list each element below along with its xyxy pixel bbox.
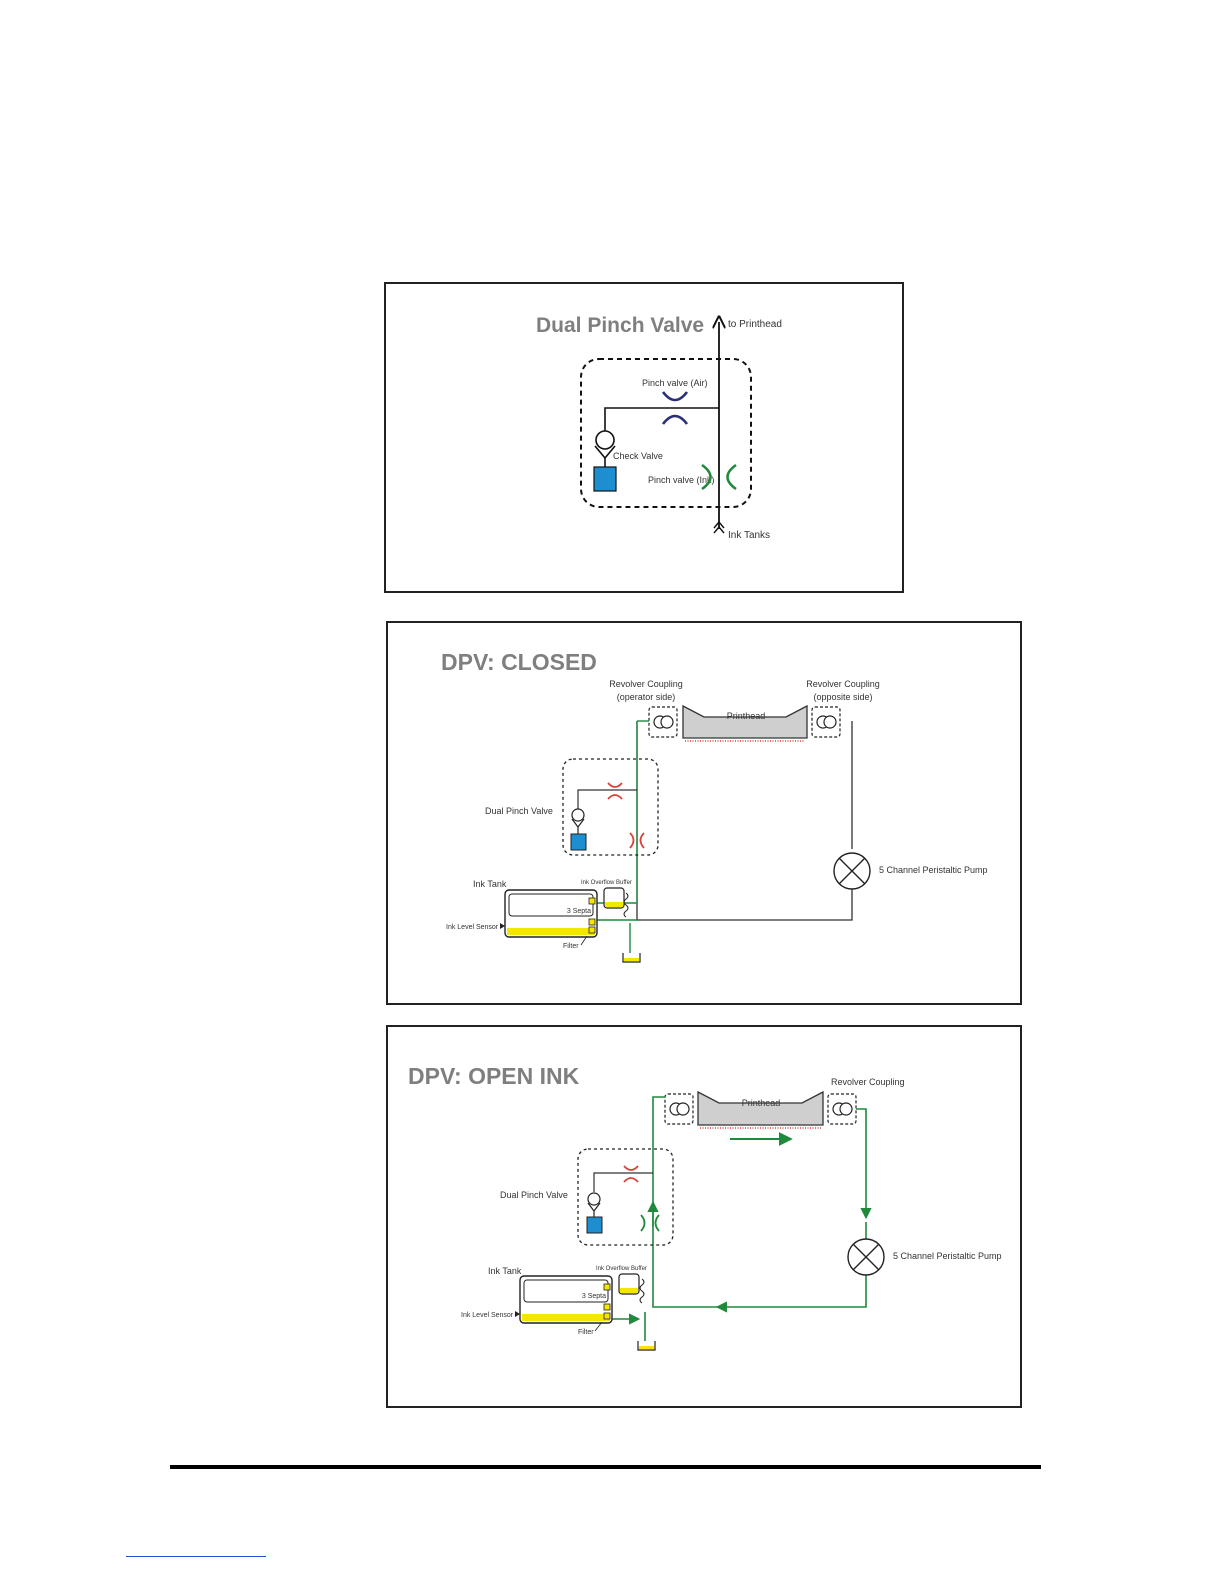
air-line <box>593 1172 653 1192</box>
ink-tanks-label: Ink Tanks <box>728 530 770 541</box>
dpv-label: Dual Pinch Valve <box>485 806 553 816</box>
check-valve-body-icon <box>586 1216 603 1234</box>
coupling-icon <box>676 1102 690 1116</box>
to-printhead-label: to Printhead <box>728 319 782 330</box>
level-sensor-arrow-icon <box>500 923 505 929</box>
check-valve-label: Check Valve <box>613 451 663 461</box>
check-valve-icon <box>571 808 585 822</box>
pump-label: 5 Channel Peristaltic Pump <box>879 865 988 875</box>
septa-label: 3 Septa <box>582 1293 606 1300</box>
printhead-body <box>697 1090 824 1126</box>
dpv-closed-diagram: DPV: CLOSED Revolver Coupling (operator … <box>441 649 988 963</box>
panel-dpv-open-ink: DPV: OPEN INK Revolver Coupling Printhea… <box>386 1025 1022 1408</box>
pinch-valve-ink-icon <box>726 463 737 491</box>
level-sensor-arrow-icon <box>515 1311 520 1317</box>
coupling-icon <box>660 715 674 729</box>
filter-label: Filter <box>563 943 579 950</box>
dpv-dashed-boundary <box>577 1148 674 1246</box>
printhead-body <box>682 704 808 739</box>
ink-tank-label: Ink Tank <box>473 879 507 889</box>
overflow-label: Ink Overflow Buffer <box>581 880 632 886</box>
ink-level-fill <box>522 1314 610 1321</box>
ink-line <box>715 1275 867 1313</box>
panel-dual-pinch-valve: Dual Pinch Valve to Printhead Ink Tanks … <box>384 282 904 593</box>
coupling-left-sublabel: (operator side) <box>617 692 676 702</box>
check-valve-icon <box>595 430 615 450</box>
pinch-valve-ink-icon <box>701 463 712 491</box>
ink-tanks-arrow-icon <box>713 520 725 534</box>
coupling-right-sublabel: (opposite side) <box>813 692 872 702</box>
pinch-ink-label: Pinch valve (Ink) <box>648 475 715 485</box>
closed-valve-air-icon <box>607 782 623 800</box>
dpv-label: Dual Pinch Valve <box>500 1190 568 1200</box>
dpv-dashed-boundary <box>562 758 659 856</box>
panel-dpv-closed: DPV: CLOSED Revolver Coupling (operator … <box>386 621 1022 1005</box>
footer-rule <box>170 1465 1041 1469</box>
septum-icon <box>588 926 596 934</box>
coupling-right-label: Revolver Coupling <box>806 679 880 689</box>
printhead-label: Printhead <box>727 711 766 721</box>
level-sensor-label: Ink Level Sensor <box>461 1312 514 1319</box>
panel-title: Dual Pinch Valve <box>536 314 704 337</box>
overflow-label: Ink Overflow Buffer <box>596 1266 647 1272</box>
pinch-valve-air-icon <box>661 391 689 402</box>
return-tube <box>636 721 853 921</box>
ink-line <box>856 1108 872 1220</box>
open-valve-ink-icon <box>640 1214 660 1232</box>
septum-icon <box>603 1283 611 1291</box>
spring-icon <box>639 1278 645 1304</box>
pump-label: 5 Channel Peristaltic Pump <box>893 1251 1002 1261</box>
check-valve-body-icon <box>593 466 617 492</box>
septum-icon <box>588 897 596 905</box>
septa-label: 3 Septa <box>567 908 591 915</box>
dpv-dashed-boundary <box>580 358 752 508</box>
dpv-open-ink-diagram: DPV: OPEN INK Revolver Coupling Printhea… <box>408 1063 1002 1351</box>
septum-icon <box>588 918 596 926</box>
air-line <box>577 789 637 809</box>
panel-title: DPV: CLOSED <box>441 649 597 675</box>
coupling-icon <box>839 1102 853 1116</box>
ink-level-fill <box>507 928 595 935</box>
panel-title: DPV: OPEN INK <box>408 1063 580 1089</box>
coupling-left-label: Revolver Coupling <box>609 679 683 689</box>
closed-valve-air-icon <box>623 1165 639 1183</box>
waste-tray <box>622 953 641 963</box>
waste-tray <box>637 1341 656 1351</box>
ink-tank-label: Ink Tank <box>488 1266 522 1276</box>
septum-icon <box>603 1303 611 1311</box>
level-sensor-label: Ink Level Sensor <box>446 924 499 931</box>
pinch-valve-air-icon <box>661 414 689 425</box>
check-valve-body-icon <box>570 833 587 851</box>
pinch-air-label: Pinch valve (Air) <box>642 378 708 388</box>
footer-link-underline <box>126 1556 266 1557</box>
septum-icon <box>603 1312 611 1320</box>
air-line <box>604 407 719 432</box>
dual-pinch-valve-diagram: Dual Pinch Valve to Printhead Ink Tanks … <box>536 314 782 541</box>
coupling-icon <box>823 715 837 729</box>
spring-icon <box>623 892 629 918</box>
filter-label: Filter <box>578 1329 594 1336</box>
coupling-label: Revolver Coupling <box>831 1077 905 1087</box>
closed-valve-ink-icon <box>629 832 645 849</box>
check-valve-icon <box>587 1192 601 1206</box>
printhead-label: Printhead <box>742 1098 781 1108</box>
